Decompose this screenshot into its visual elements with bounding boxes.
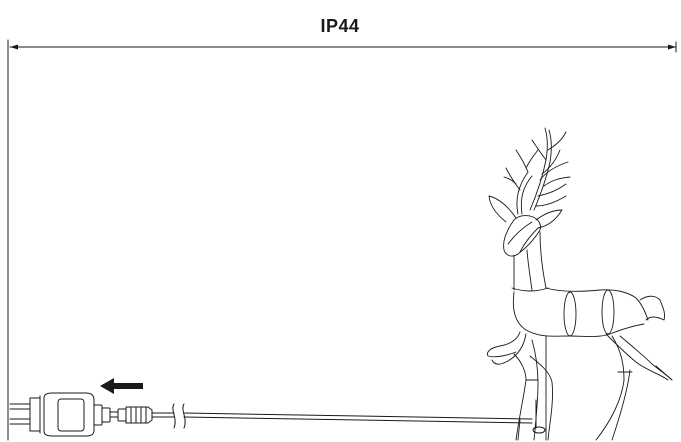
reindeer-figure-icon xyxy=(487,127,673,441)
dimension-line xyxy=(9,41,677,53)
ip-rating-label: IP44 xyxy=(320,16,360,36)
connector-icon xyxy=(117,406,153,424)
arrow-left-icon xyxy=(100,378,143,394)
cable xyxy=(151,412,533,424)
plug-icon xyxy=(9,392,119,437)
cable-break-icon xyxy=(172,403,186,429)
